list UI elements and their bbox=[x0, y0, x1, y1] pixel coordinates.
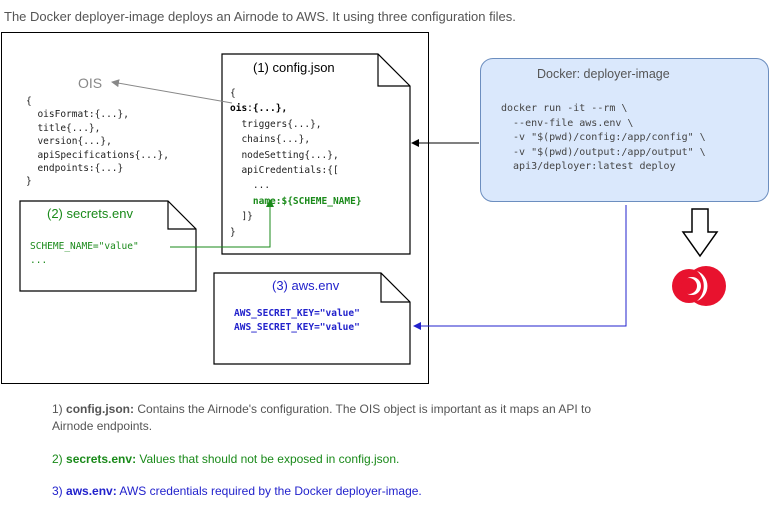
secrets-code: SCHEME_NAME="value" ... bbox=[30, 241, 139, 266]
airnode-logo-icon bbox=[672, 266, 726, 306]
footnote-secrets: 2) secrets.env: Values that should not b… bbox=[52, 451, 612, 468]
ois-arrow bbox=[111, 79, 233, 104]
footnote-number: 3) bbox=[52, 484, 67, 498]
footnote-text: AWS credentials required by the Docker d… bbox=[116, 484, 422, 498]
footnote-term: aws.env: bbox=[66, 484, 117, 498]
config-line: chains{...}, bbox=[230, 134, 311, 146]
docker-line: --env-file aws.env \ bbox=[501, 117, 634, 129]
down-arrow-icon bbox=[681, 208, 719, 258]
docker-line: api3/deployer:latest deploy bbox=[501, 161, 676, 173]
config-line-scheme: name:${SCHEME_NAME} bbox=[230, 195, 362, 207]
footnote-number: 2) bbox=[52, 452, 67, 466]
ois-code: { oisFormat:{...}, title{...}, version{.… bbox=[26, 96, 169, 188]
docker-line: docker run -it --rm \ bbox=[501, 103, 628, 114]
header-text: The Docker deployer-image deploys an Air… bbox=[4, 9, 516, 24]
docker-aws-arrow bbox=[413, 205, 627, 330]
aws-title: (3) aws.env bbox=[272, 278, 340, 293]
config-line: nodeSetting{...}, bbox=[230, 149, 339, 161]
aws-code: AWS_SECRET_KEY="value" AWS_SECRET_KEY="v… bbox=[234, 308, 360, 333]
footnote-text: Values that should not be exposed in con… bbox=[136, 452, 400, 466]
footnote-config: 1) config.json: Contains the Airnode's c… bbox=[52, 401, 612, 435]
config-line: { bbox=[230, 88, 236, 99]
ois-label: OIS bbox=[78, 75, 103, 91]
footnote-aws: 3) aws.env: AWS credentials required by … bbox=[52, 483, 612, 500]
config-line: triggers{...}, bbox=[230, 118, 322, 130]
config-container bbox=[1, 32, 429, 384]
secrets-title: (2) secrets.env bbox=[47, 206, 133, 221]
docker-title: Docker: deployer-image bbox=[537, 67, 670, 81]
footnote-term: secrets.env: bbox=[66, 452, 137, 466]
footnote-text: Contains the Airnode's configuration. Th… bbox=[52, 402, 591, 433]
secrets-config-arrow bbox=[170, 199, 274, 248]
aws-doc-shape bbox=[213, 272, 411, 365]
docker-line: -v "$(pwd)/config:/app/config" \ bbox=[501, 132, 706, 144]
docker-box bbox=[480, 58, 769, 202]
docker-code: docker run -it --rm \ --env-file aws.env… bbox=[501, 102, 706, 175]
config-line-ois: oisː{...}, bbox=[230, 103, 288, 115]
config-line: apiCredentials:{[ bbox=[230, 165, 339, 177]
docker-line: -v "$(pwd)/output:/app/output" \ bbox=[501, 146, 706, 158]
footnote-number: 1) bbox=[52, 402, 67, 416]
config-line: ]} bbox=[230, 211, 253, 223]
config-line: ... bbox=[230, 180, 271, 192]
config-code: { oisː{...}, triggers{...}, chains{...},… bbox=[230, 86, 362, 240]
config-line: } bbox=[230, 226, 236, 238]
footnote-term: config.json: bbox=[66, 402, 135, 416]
config-title: (1) config.json bbox=[253, 60, 335, 75]
secrets-doc-shape bbox=[19, 200, 197, 292]
